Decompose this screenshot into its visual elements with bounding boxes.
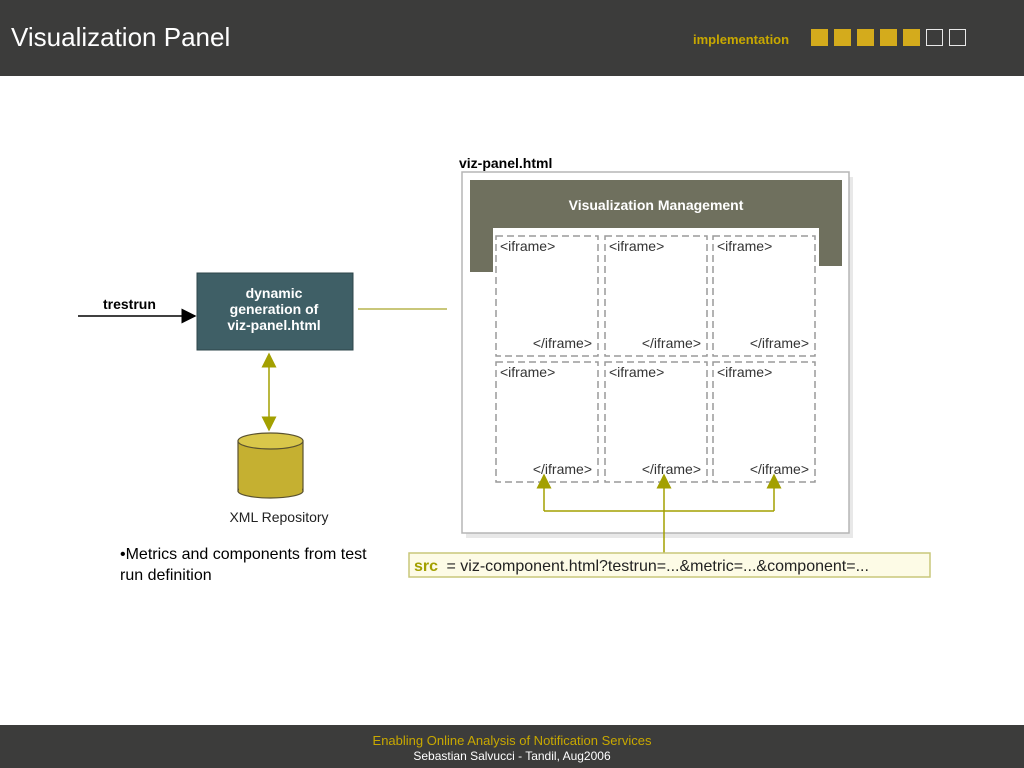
iframe-box: <iframe> </iframe> (712, 361, 816, 483)
iframe-box: <iframe> </iframe> (495, 361, 599, 483)
iframe-box: <iframe> </iframe> (712, 235, 816, 357)
slide-footer: Enabling Online Analysis of Notification… (0, 725, 1024, 768)
progress-square (857, 29, 874, 46)
iframe-open-tag: <iframe> (500, 364, 555, 380)
iframe-open-tag: <iframe> (717, 238, 772, 254)
management-bar (470, 180, 842, 272)
iframe-box: <iframe> </iframe> (495, 235, 599, 357)
progress-square (926, 29, 943, 46)
iframe-close-tag: </iframe> (533, 335, 592, 351)
progress-square (880, 29, 897, 46)
slide-title: Visualization Panel (11, 22, 231, 52)
iframe-close-tag: </iframe> (750, 461, 809, 477)
iframe-close-tag: </iframe> (533, 461, 592, 477)
iframe-close-tag: </iframe> (642, 335, 701, 351)
iframe-open-tag: <iframe> (609, 364, 664, 380)
src-text: src = viz-component.html?testrun=...&met… (414, 558, 869, 575)
database-icon (237, 432, 304, 499)
input-label: trestrun (103, 296, 156, 312)
generator-line-3: viz-panel.html (227, 317, 320, 333)
panel-title: viz-panel.html (459, 155, 552, 171)
progress-square (834, 29, 851, 46)
src-bar (408, 552, 931, 578)
iframe-grid: <iframe></iframe><iframe></iframe><ifram… (495, 235, 816, 483)
iframe-open-tag: <iframe> (717, 364, 772, 380)
generator-line-1: dynamic (246, 285, 303, 301)
section-label: implementation (693, 32, 790, 47)
iframe-box: <iframe> </iframe> (604, 235, 708, 357)
generator-line-2: generation of (230, 301, 319, 317)
progress-square (811, 29, 828, 46)
progress-square (903, 29, 920, 46)
footer-author: Sebastian Salvucci - Tandil, Aug2006 (413, 749, 611, 763)
bullet-note: •Metrics and components from test run de… (120, 546, 367, 584)
repository-label: XML Repository (229, 509, 328, 525)
iframe-close-tag: </iframe> (750, 335, 809, 351)
iframe-open-tag: <iframe> (609, 238, 664, 254)
progress-square (949, 29, 966, 46)
slide-header: Visualization Panel implementation (0, 0, 1024, 76)
iframe-open-tag: <iframe> (500, 238, 555, 254)
footer-title: Enabling Online Analysis of Notification… (372, 733, 652, 748)
iframe-close-tag: </iframe> (642, 461, 701, 477)
progress-indicator (811, 29, 966, 48)
src-url: = viz-component.html?testrun=...&metric=… (446, 558, 868, 575)
src-keyword: src (414, 558, 438, 575)
generator-box (196, 272, 354, 351)
management-label: Visualization Management (569, 197, 744, 213)
iframe-box: <iframe> </iframe> (604, 361, 708, 483)
